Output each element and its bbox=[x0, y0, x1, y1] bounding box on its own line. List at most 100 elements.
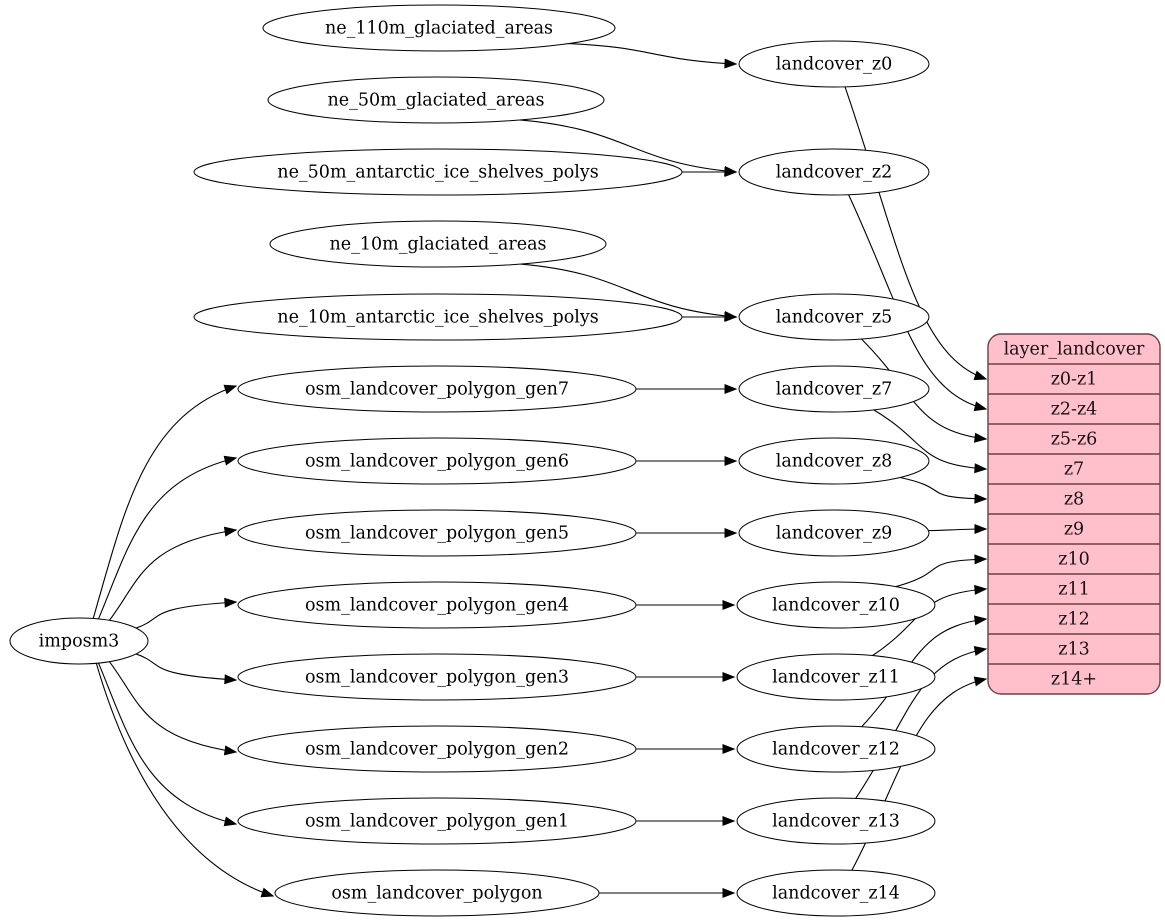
table-row-z11[interactable]: z11 bbox=[1058, 580, 1090, 600]
node-landcover-z11[interactable]: landcover_z11 bbox=[736, 653, 936, 701]
node-label: ne_110m_glaciated_areas bbox=[325, 19, 553, 39]
edge-arrowhead bbox=[223, 526, 238, 537]
edge-landcover_z8-to-row-4 bbox=[899, 476, 987, 500]
edge-landcover_z12-to-row-8 bbox=[861, 618, 987, 728]
edge-arrowhead bbox=[224, 597, 238, 608]
node-label: landcover_z5 bbox=[776, 308, 893, 328]
layer-table-header: layer_landcover bbox=[1004, 340, 1145, 360]
edge-arrowhead bbox=[974, 554, 988, 565]
node-ne-10m-antarctic-ice-shelves-polys[interactable]: ne_10m_antarctic_ice_shelves_polys bbox=[193, 293, 683, 341]
edge-imposm3-to-osm_landcover_polygon_gen3 bbox=[135, 653, 237, 681]
layer-landcover-table[interactable]: layer_landcover z0-z1 z2-z4 z5-z6 z7 z8 z9 z10 z… bbox=[987, 333, 1161, 695]
table-row-z12[interactable]: z12 bbox=[1058, 610, 1090, 630]
edge-arrowhead bbox=[973, 370, 988, 381]
node-label: osm_landcover_polygon_gen7 bbox=[305, 380, 569, 400]
node-imposm3[interactable]: imposm3 bbox=[9, 617, 149, 665]
edge-ne_110m_glaciated_areas-to-landcover_z0 bbox=[568, 43, 737, 65]
node-landcover-z10[interactable]: landcover_z10 bbox=[736, 581, 936, 629]
node-shape bbox=[738, 40, 930, 88]
node-ne-110m-glaciated-areas[interactable]: ne_110m_glaciated_areas bbox=[262, 4, 616, 52]
edge-arrowhead bbox=[722, 743, 736, 755]
edge-landcover_z0-to-row-0 bbox=[844, 86, 987, 380]
node-landcover-z7[interactable]: landcover_z7 bbox=[738, 365, 930, 413]
node-landcover-z13[interactable]: landcover_z13 bbox=[736, 797, 936, 845]
edge-imposm3-to-osm_landcover_polygon_gen2 bbox=[108, 661, 237, 753]
node-shape bbox=[193, 293, 683, 341]
node-landcover-z0[interactable]: landcover_z0 bbox=[738, 40, 930, 88]
node-osm-landcover-polygon-gen7[interactable]: osm_landcover_polygon_gen7 bbox=[237, 365, 637, 413]
node-shape bbox=[237, 365, 637, 413]
node-landcover-z2[interactable]: landcover_z2 bbox=[738, 148, 930, 196]
node-landcover-z12[interactable]: landcover_z12 bbox=[736, 725, 936, 773]
node-landcover-z9[interactable]: landcover_z9 bbox=[738, 509, 930, 557]
node-osm-landcover-polygon-gen4[interactable]: osm_landcover_polygon_gen4 bbox=[237, 581, 637, 629]
node-shape bbox=[193, 148, 683, 196]
edge-arrowhead bbox=[973, 401, 988, 412]
node-osm-landcover-polygon-gen1[interactable]: osm_landcover_polygon_gen1 bbox=[237, 797, 637, 845]
node-shape bbox=[237, 725, 637, 773]
node-shape bbox=[736, 653, 936, 701]
table-row-z10[interactable]: z10 bbox=[1058, 550, 1090, 570]
edge-arrowhead bbox=[722, 887, 736, 899]
node-osm-landcover-polygon-gen3[interactable]: osm_landcover_polygon_gen3 bbox=[237, 653, 637, 701]
node-label: landcover_z7 bbox=[776, 380, 893, 400]
node-shape bbox=[9, 617, 149, 665]
node-label: osm_landcover_polygon_gen3 bbox=[305, 668, 569, 688]
node-shape bbox=[736, 725, 936, 773]
edge-arrowhead bbox=[724, 166, 738, 178]
edge-arrowhead bbox=[223, 455, 238, 466]
node-label: landcover_z13 bbox=[772, 812, 900, 832]
node-shape bbox=[237, 437, 637, 485]
edge-arrowhead bbox=[224, 674, 238, 685]
node-shape bbox=[736, 869, 936, 917]
node-osm-landcover-polygon-gen5[interactable]: osm_landcover_polygon_gen5 bbox=[237, 509, 637, 557]
edge-ne_10m_glaciated_areas-to-landcover_z5 bbox=[520, 263, 737, 318]
node-label: landcover_z10 bbox=[772, 596, 900, 616]
table-row-z0-z1[interactable]: z0-z1 bbox=[1051, 370, 1098, 390]
edge-arrowhead bbox=[223, 745, 238, 756]
node-label: landcover_z2 bbox=[776, 163, 893, 183]
node-shape bbox=[736, 797, 936, 845]
node-landcover-z8[interactable]: landcover_z8 bbox=[738, 437, 930, 485]
node-label: ne_10m_antarctic_ice_shelves_polys bbox=[277, 308, 598, 328]
node-ne-50m-glaciated-areas[interactable]: ne_50m_glaciated_areas bbox=[267, 76, 605, 124]
edge-arrowhead bbox=[724, 383, 738, 395]
edge-imposm3-to-osm_landcover_polygon_gen6 bbox=[97, 457, 237, 620]
table-row-z7[interactable]: z7 bbox=[1064, 460, 1084, 480]
node-label: landcover_z12 bbox=[772, 740, 900, 760]
node-shape bbox=[736, 581, 936, 629]
node-landcover-z14[interactable]: landcover_z14 bbox=[736, 869, 936, 917]
edge-arrowhead bbox=[223, 384, 238, 395]
node-ne-50m-antarctic-ice-shelves-polys[interactable]: ne_50m_antarctic_ice_shelves_polys bbox=[193, 148, 683, 196]
table-row-z2-z4[interactable]: z2-z4 bbox=[1051, 400, 1098, 420]
edge-arrowhead bbox=[974, 493, 988, 504]
edge-arrowhead bbox=[724, 311, 738, 323]
node-label: landcover_z14 bbox=[772, 884, 900, 904]
edge-imposm3-to-osm_landcover_polygon_gen5 bbox=[108, 529, 237, 621]
node-label: osm_landcover_polygon_gen1 bbox=[305, 812, 569, 832]
edge-imposm3-to-osm_landcover_polygon_gen4 bbox=[135, 601, 237, 629]
edge-arrowhead bbox=[974, 463, 988, 474]
node-shape bbox=[738, 437, 930, 485]
node-shape bbox=[738, 293, 930, 341]
table-row-z14plus[interactable]: z14+ bbox=[1051, 670, 1097, 690]
node-landcover-z5[interactable]: landcover_z5 bbox=[738, 293, 930, 341]
node-shape bbox=[237, 509, 637, 557]
node-osm-landcover-polygon[interactable]: osm_landcover_polygon bbox=[274, 869, 600, 917]
node-label: ne_50m_antarctic_ice_shelves_polys bbox=[277, 163, 598, 183]
edge-arrowhead bbox=[260, 887, 275, 898]
node-label: osm_landcover_polygon_gen4 bbox=[305, 596, 569, 616]
node-ne-10m-glaciated-areas[interactable]: ne_10m_glaciated_areas bbox=[269, 220, 607, 268]
edge-ne_50m_glaciated_areas-to-landcover_z2 bbox=[519, 119, 737, 173]
table-row-z5-z6[interactable]: z5-z6 bbox=[1051, 430, 1098, 450]
table-row-z13[interactable]: z13 bbox=[1058, 640, 1090, 660]
table-row-z9[interactable]: z9 bbox=[1064, 520, 1084, 540]
node-osm-landcover-polygon-gen2[interactable]: osm_landcover_polygon_gen2 bbox=[237, 725, 637, 773]
edge-landcover_z7-to-row-3 bbox=[873, 409, 987, 470]
edge-arrowhead bbox=[724, 58, 738, 69]
node-osm-landcover-polygon-gen6[interactable]: osm_landcover_polygon_gen6 bbox=[237, 437, 637, 485]
node-layer: imposm3 ne_110m_glaciated_areas ne_50m_gla… bbox=[9, 4, 936, 917]
table-row-z8[interactable]: z8 bbox=[1064, 490, 1084, 510]
node-shape bbox=[237, 653, 637, 701]
node-shape bbox=[237, 581, 637, 629]
